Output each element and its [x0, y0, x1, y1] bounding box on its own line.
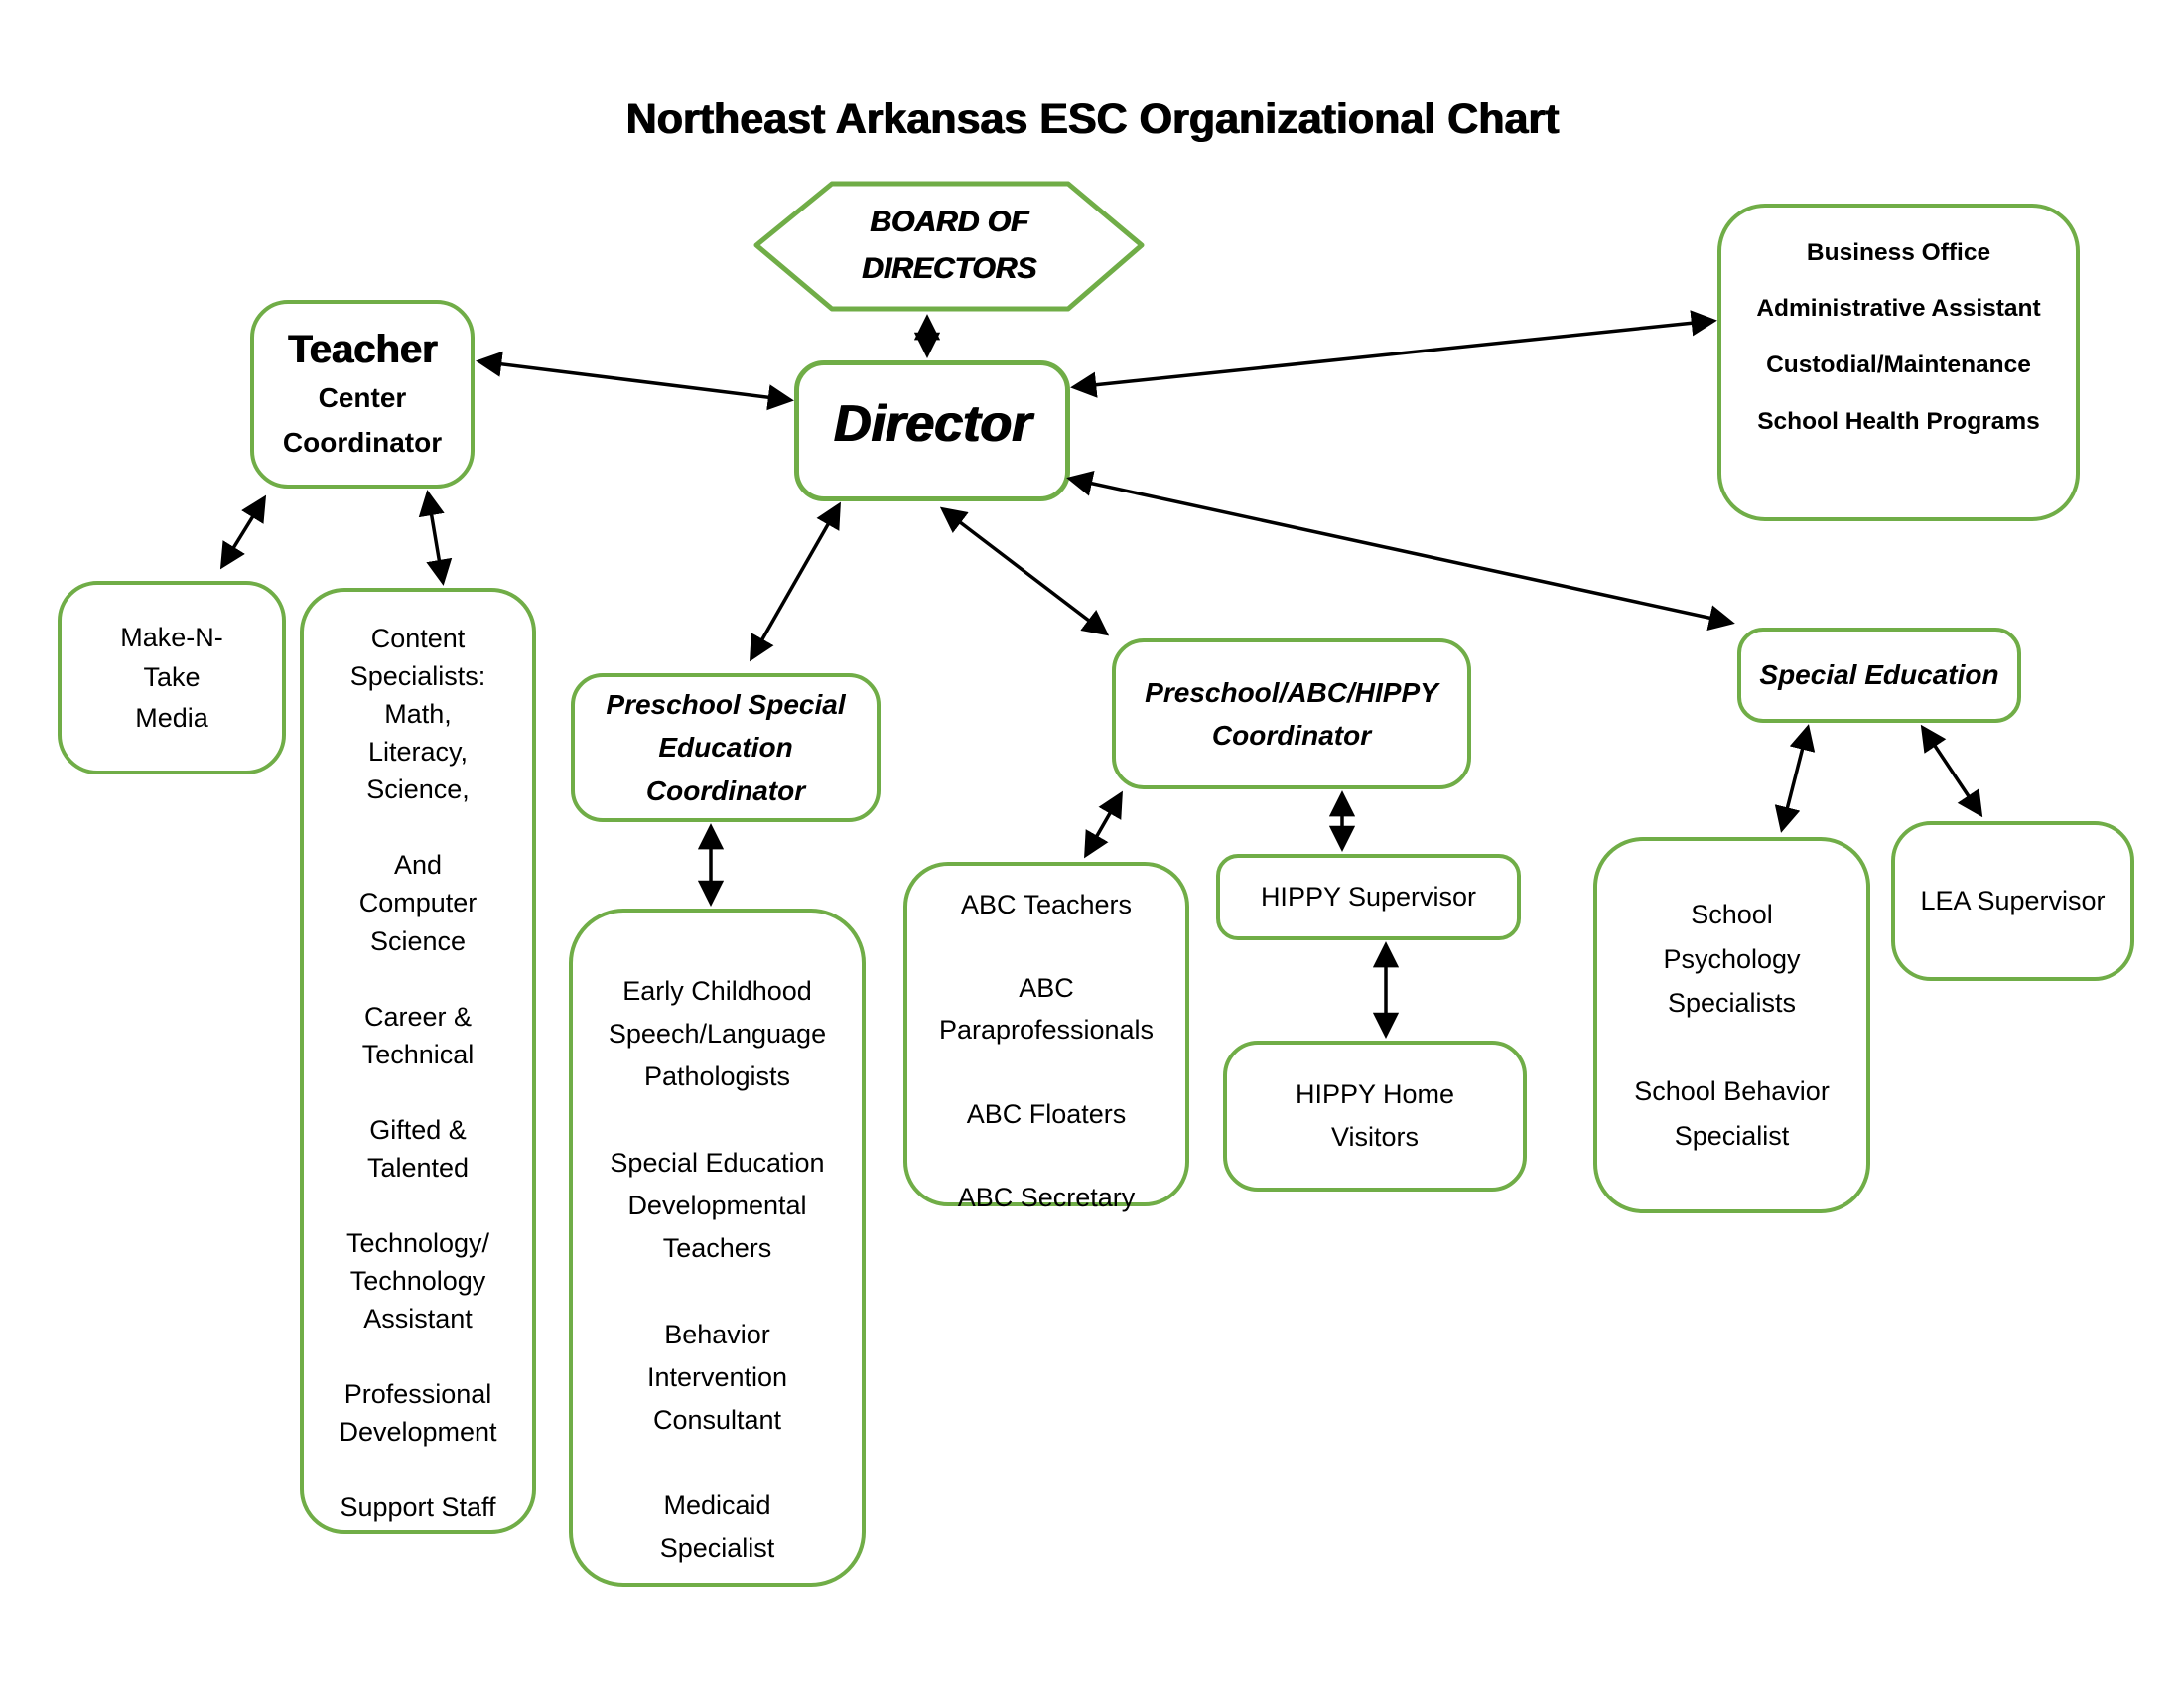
- business-office-list: Business Office Administrative Assistant…: [1756, 238, 2041, 436]
- node-hippy-supervisor: HIPPY Supervisor: [1216, 854, 1521, 940]
- director-label: Director: [833, 395, 1031, 453]
- teacher-center-subtitle: Center Coordinator: [282, 381, 443, 458]
- arrow-teacher-director: [476, 351, 794, 411]
- node-special-education-staff: School Psychology Specialists School Beh…: [1593, 837, 1870, 1213]
- make-n-take-label: Make-N- Take Media: [120, 622, 223, 733]
- arrow-teacher-content-specialists: [418, 490, 453, 586]
- board-of-directors-label: BOARD OF DIRECTORS: [861, 206, 1037, 285]
- node-content-specialists: Content Specialists: Math, Literacy, Sci…: [300, 588, 536, 1534]
- arrow-special-education-lea: [1920, 724, 1983, 818]
- node-hippy-home-visitors: HIPPY Home Visitors: [1223, 1041, 1527, 1192]
- teacher-center-title: Teacher: [287, 327, 438, 371]
- node-make-n-take-media: Make-N- Take Media: [58, 581, 286, 774]
- node-business-office: Business Office Administrative Assistant…: [1717, 204, 2080, 521]
- arrow-special-education-school-psych: [1774, 724, 1816, 833]
- node-preschool-sped-staff: Early Childhood Speech/Language Patholog…: [569, 909, 866, 1587]
- special-education-staff-list: School Psychology Specialists School Beh…: [1634, 900, 1830, 1151]
- arrow-abc-hippy-abc-staff: [1084, 790, 1123, 859]
- node-preschool-special-education-coordinator: Preschool Special Education Coordinator: [571, 673, 881, 822]
- arrow-director-business-office: [1070, 310, 1717, 398]
- arrow-teacher-make-n-take: [219, 494, 267, 570]
- arrow-director-preschool-sped: [750, 501, 841, 662]
- content-specialists-list: Content Specialists: Math, Literacy, Sci…: [339, 624, 497, 1523]
- node-lea-supervisor: LEA Supervisor: [1891, 821, 2134, 981]
- lea-supervisor-label: LEA Supervisor: [1920, 886, 2106, 915]
- preschool-sped-staff-list: Early Childhood Speech/Language Patholog…: [608, 976, 827, 1564]
- abc-staff-list: ABC Teachers ABC Paraprofessionals ABC F…: [938, 890, 1155, 1212]
- node-preschool-abc-hippy-coordinator: Preschool/ABC/HIPPY Coordinator: [1112, 638, 1471, 789]
- page-title: Northeast Arkansas ESC Organizational Ch…: [625, 95, 1559, 143]
- arrow-director-special-education: [1066, 470, 1735, 632]
- node-special-education: Special Education: [1737, 628, 2021, 723]
- node-teacher-center-coordinator: Teacher Center Coordinator: [250, 300, 475, 489]
- hippy-home-visitors-label: HIPPY Home Visitors: [1295, 1078, 1455, 1152]
- board-of-directors-hexagon: [753, 181, 1145, 312]
- special-education-label: Special Education: [1759, 659, 1999, 691]
- hippy-supervisor-label: HIPPY Supervisor: [1260, 882, 1477, 912]
- preschool-sped-coordinator-label: Preschool Special Education Coordinator: [606, 688, 846, 806]
- node-abc-staff: ABC Teachers ABC Paraprofessionals ABC F…: [903, 862, 1189, 1212]
- abc-hippy-coordinator-label: Preschool/ABC/HIPPY Coordinator: [1145, 676, 1438, 751]
- node-director: Director: [794, 360, 1070, 501]
- arrow-director-abc-hippy: [939, 506, 1110, 636]
